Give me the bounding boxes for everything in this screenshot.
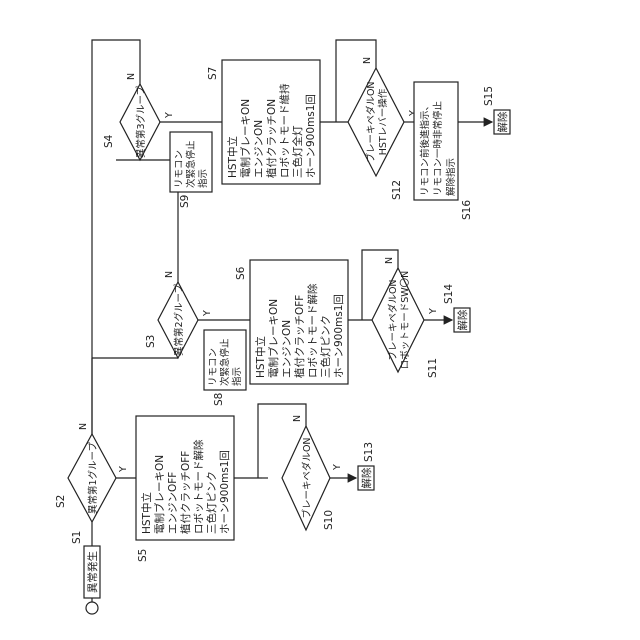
s5-line-3: 植付クラッチOFF — [179, 451, 192, 534]
s7-line-6: ホーン900ms1回 — [305, 94, 317, 178]
release-s15-label: 解除 — [496, 111, 509, 132]
decision-s10-label: ブレーキペダルON — [301, 437, 313, 518]
decision-s12-label-1: HSTレバー操作 — [377, 88, 389, 155]
s6-line-2: エンジンON — [281, 320, 293, 378]
release-s13-label: 解除 — [360, 467, 373, 488]
s16-line-2: 解除指示 — [445, 158, 457, 196]
step-s16: S16 — [461, 200, 473, 220]
step-s12: S12 — [391, 180, 403, 200]
start-label: 異常発生 — [86, 551, 99, 593]
s5-line-0: HST中立 — [140, 492, 153, 534]
s3-no: N — [164, 271, 175, 278]
step-s4: S4 — [103, 134, 115, 148]
s10-yes: Y — [332, 464, 343, 471]
s6-line-3: 植付クラッチOFF — [293, 295, 306, 378]
s9-line-0: リモコン — [174, 150, 185, 188]
step-s11: S11 — [427, 358, 439, 378]
s11-no: N — [384, 257, 395, 264]
s9-line-2: 指示 — [197, 169, 209, 188]
step-s3: S3 — [145, 335, 157, 348]
s5-line-5: 三色灯ピンク — [205, 471, 218, 534]
decision-s11-label-0: ブレーキペダルON — [387, 279, 399, 360]
decision-s12-label-0: ブレーキペダルON — [365, 81, 377, 162]
s5-line-1: 電制ブレーキON — [153, 455, 166, 534]
step-s7: S7 — [207, 67, 219, 80]
s7-line-0: HST中立 — [226, 136, 239, 178]
s8-line-1: 次緊急停止 — [219, 338, 231, 386]
s6-line-4: ロボットモード解除 — [306, 283, 319, 378]
s6-line-1: 電制ブレーキON — [267, 299, 280, 378]
step-s15: S15 — [483, 86, 495, 106]
s8-line-2: 指示 — [231, 367, 243, 386]
s5-line-2: エンジンOFF — [167, 472, 179, 534]
s4-no: N — [126, 73, 137, 80]
step-s8: S8 — [213, 393, 225, 406]
decision-s4-label: 異常第3グループ — [135, 86, 147, 158]
s9-line-1: 次緊急停止 — [185, 140, 197, 188]
s3-yes: Y — [202, 310, 213, 317]
s7-line-3: 植付クラッチON — [265, 99, 278, 178]
s6-line-0: HST中立 — [254, 336, 267, 378]
step-s9: S9 — [179, 195, 191, 208]
s16-line-1: リモコン一時非常停止 — [432, 100, 444, 196]
s11-yes: Y — [428, 308, 439, 315]
s7-line-2: エンジンON — [253, 120, 265, 178]
step-s10: S10 — [323, 510, 335, 530]
decision-s11-label-1: ロボットモードSW〇N — [400, 271, 411, 370]
s2-no: N — [78, 423, 89, 430]
step-s13: S13 — [363, 442, 375, 462]
s16-line-0: リモコン前後進指示、 — [419, 101, 431, 196]
s4-yes: Y — [164, 112, 175, 119]
decision-s2-label: 異常第1グループ — [87, 442, 99, 514]
s7-line-5: 三色灯全灯 — [291, 125, 304, 178]
s7-line-4: ロボットモード維持 — [278, 83, 291, 178]
decision-s3-label: 異常第2グループ — [173, 284, 185, 356]
s6-line-5: 三色灯ピンク — [319, 315, 332, 378]
s8-line-0: リモコン — [208, 348, 219, 386]
s7-line-1: 電制ブレーキON — [239, 99, 252, 178]
release-s14-label: 解除 — [456, 309, 469, 330]
start-terminal — [86, 602, 98, 614]
s6-line-6: ホーン900ms1回 — [333, 294, 345, 378]
s10-no: N — [292, 415, 303, 422]
s12-no: N — [362, 57, 373, 64]
step-s5: S5 — [137, 549, 149, 562]
s5-line-6: ホーン900ms1回 — [219, 450, 231, 534]
step-s6: S6 — [235, 266, 247, 280]
s2-yes: Y — [118, 466, 129, 473]
step-s1: S1 — [71, 531, 83, 544]
step-s14: S14 — [443, 284, 455, 304]
step-s2: S2 — [55, 495, 67, 508]
s5-line-4: ロボットモード解除 — [192, 439, 205, 534]
